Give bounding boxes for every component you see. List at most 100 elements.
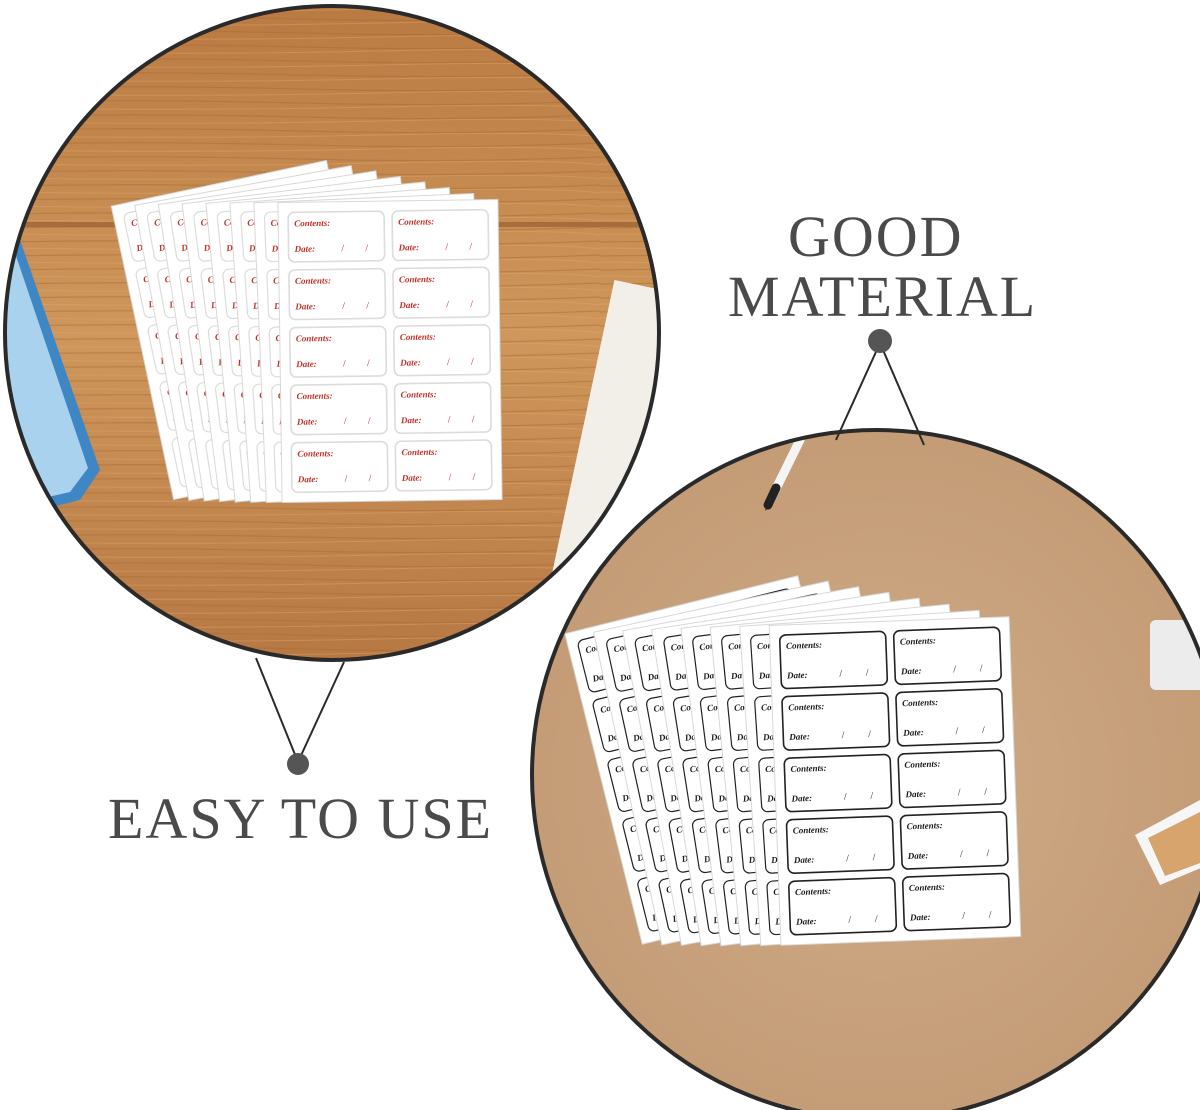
label-cell: [290, 440, 389, 494]
label-contents-text: Contents:: [297, 391, 333, 402]
label-contents-text: Contents:: [786, 640, 822, 651]
label-sheet: Contents: Date: / / Contents: Date: / / Contents…: [768, 616, 1022, 946]
label-cell: [788, 876, 898, 936]
label-date-text: Date:: [793, 854, 815, 865]
label-cell: [392, 266, 491, 319]
corner-box: [1135, 800, 1200, 885]
label-date-separator: /: [343, 358, 346, 369]
connector-dot-icon: [868, 329, 892, 353]
good-material-photo: Contents: Date: Contents: Date: Contents: Dat…: [532, 430, 1200, 1110]
label-date-separator: /: [470, 299, 473, 310]
label-date-separator: /: [472, 472, 475, 483]
connector-good: [835, 329, 925, 446]
label-date-text: Date:: [398, 300, 420, 310]
label-contents-text: Contents:: [795, 886, 831, 897]
label-date-text: Date:: [399, 357, 421, 367]
label-date-text: Date:: [902, 727, 924, 738]
label-cell: [783, 753, 893, 813]
circle-frame-left: [3, 4, 661, 662]
label-cell: [892, 626, 1002, 686]
label-date-separator: /: [953, 664, 956, 675]
label-sheets-red: Contents: Date: Contents: Date: Contents: Dat…: [110, 159, 503, 504]
label-contents-text: Contents:: [900, 635, 936, 646]
label-date-separator: /: [872, 852, 875, 863]
label-date-text: Date:: [297, 474, 319, 484]
label-date-separator: /: [472, 414, 475, 425]
label-cell: [895, 688, 1005, 747]
label-contents-text: Contents:: [909, 882, 945, 893]
label-contents-text: Contents:: [902, 697, 938, 708]
easy-to-use-photo: Contents: Date: Contents: Date: Contents: Dat…: [5, 6, 659, 660]
label-date-text: Date:: [397, 242, 419, 252]
label-cell: [785, 815, 895, 874]
label-date-separator: /: [982, 725, 985, 736]
label-cell: [899, 811, 1009, 870]
label-date-text: Date:: [907, 850, 929, 861]
label-date-separator: /: [846, 853, 849, 864]
label-date-text: Date:: [296, 416, 318, 426]
label-contents-text: Contents:: [401, 389, 437, 400]
connector-dot-icon: [287, 753, 309, 775]
label-sheet: Contents: Date: / / Contents: Date: / / Contents…: [277, 198, 503, 504]
label-contents-text: Contents:: [294, 218, 330, 229]
label-date-text: Date:: [293, 244, 315, 254]
label-date-separator: /: [962, 911, 965, 922]
label-date-separator: /: [448, 415, 451, 426]
label-cell: [781, 692, 891, 751]
label-date-separator: /: [469, 241, 472, 252]
label-contents-text: Contents:: [399, 274, 435, 285]
label-date-separator: /: [866, 667, 869, 678]
label-date-separator: /: [367, 358, 370, 369]
label-contents-text: Contents:: [906, 820, 942, 831]
label-date-separator: /: [446, 299, 449, 310]
label-date-text: Date:: [904, 789, 926, 800]
label-date-text: Date:: [795, 916, 817, 927]
label-date-separator: /: [984, 786, 987, 797]
label-cell: [393, 381, 492, 435]
label-cell: [392, 324, 492, 377]
label-date-separator: /: [471, 357, 474, 368]
label-contents-text: Contents:: [793, 824, 829, 835]
label-date-separator: /: [955, 726, 958, 737]
label-date-separator: /: [844, 792, 847, 803]
label-date-text: Date:: [788, 731, 810, 742]
label-date-separator: /: [841, 730, 844, 741]
label-contents-text: Contents:: [295, 275, 331, 286]
label-date-text: Date:: [400, 415, 422, 425]
label-date-separator: /: [445, 242, 448, 253]
label-date-separator: /: [958, 787, 961, 798]
label-date-separator: /: [368, 416, 371, 427]
label-date-separator: /: [868, 729, 871, 740]
label-date-text: Date:: [786, 670, 808, 681]
label-date-text: Date:: [294, 301, 316, 311]
label-cell: [391, 208, 490, 262]
label-date-separator: /: [447, 357, 450, 368]
pen-icon: [763, 435, 805, 511]
label-date-separator: /: [365, 243, 368, 254]
label-date-separator: /: [345, 474, 348, 485]
label-cell: [394, 439, 493, 492]
caption-good: GOOD: [788, 204, 964, 269]
label-contents-text: Contents:: [398, 216, 434, 227]
label-date-separator: /: [848, 915, 851, 926]
label-date-separator: /: [366, 300, 369, 311]
label-date-separator: /: [980, 663, 983, 674]
label-date-separator: /: [369, 473, 372, 484]
label-date-text: Date:: [790, 793, 812, 804]
label-cell: [778, 630, 889, 690]
label-date-text: Date:: [909, 912, 931, 923]
label-date-text: Date:: [758, 669, 780, 680]
label-date-separator: /: [960, 849, 963, 860]
label-date-separator: /: [989, 910, 992, 921]
label-cell: [288, 325, 388, 378]
label-date-text: Date:: [401, 473, 423, 483]
label-cell: [288, 267, 387, 321]
label-date-text: Date:: [900, 666, 922, 677]
circle-frame-right: [530, 428, 1200, 1110]
connector-easy: [255, 657, 345, 775]
label-date-text: Date:: [295, 359, 317, 369]
label-date-separator: /: [342, 301, 345, 312]
label-date-separator: /: [870, 791, 873, 802]
label-contents-text: Contents:: [904, 759, 940, 770]
